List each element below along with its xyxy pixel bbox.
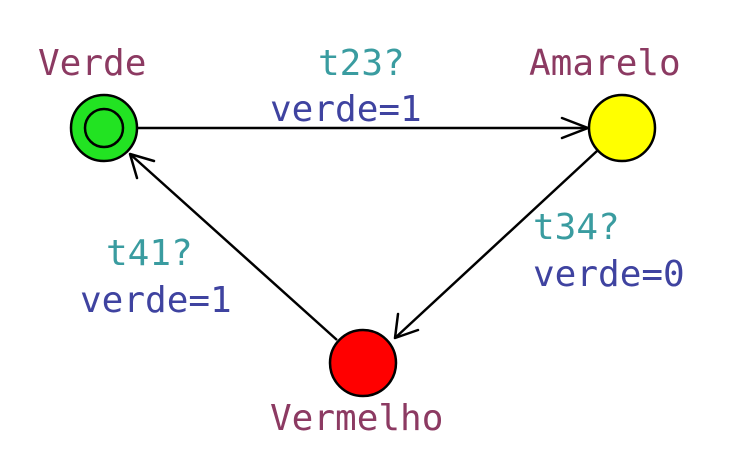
assignment-label-amarelo-vermelho: verde=0 bbox=[533, 254, 685, 295]
edge-vermelho-to-verde bbox=[128, 152, 338, 341]
state-verde[interactable] bbox=[69, 93, 139, 163]
state-label-vermelho: Vermelho bbox=[270, 398, 443, 439]
sync-label-verde-amarelo: t23? bbox=[318, 43, 405, 84]
arrowhead-icon bbox=[393, 312, 420, 340]
state-label-amarelo: Amarelo bbox=[529, 43, 681, 84]
sync-label-vermelho-verde: t41? bbox=[106, 233, 193, 274]
arrowhead-icon bbox=[128, 152, 156, 180]
assignment-label-vermelho-verde: verde=1 bbox=[80, 280, 232, 321]
edge-amarelo-to-vermelho bbox=[393, 150, 598, 340]
sync-label-amarelo-vermelho: t34? bbox=[533, 207, 620, 248]
state-amarelo-circle[interactable] bbox=[587, 93, 657, 163]
state-vermelho-circle[interactable] bbox=[328, 328, 398, 398]
state-label-verde: Verde bbox=[38, 43, 146, 84]
assignment-label-verde-amarelo: verde=1 bbox=[270, 89, 422, 130]
state-vermelho[interactable] bbox=[328, 328, 398, 398]
initial-state-marker-icon bbox=[83, 107, 125, 149]
state-verde-circle[interactable] bbox=[69, 93, 139, 163]
state-amarelo[interactable] bbox=[587, 93, 657, 163]
